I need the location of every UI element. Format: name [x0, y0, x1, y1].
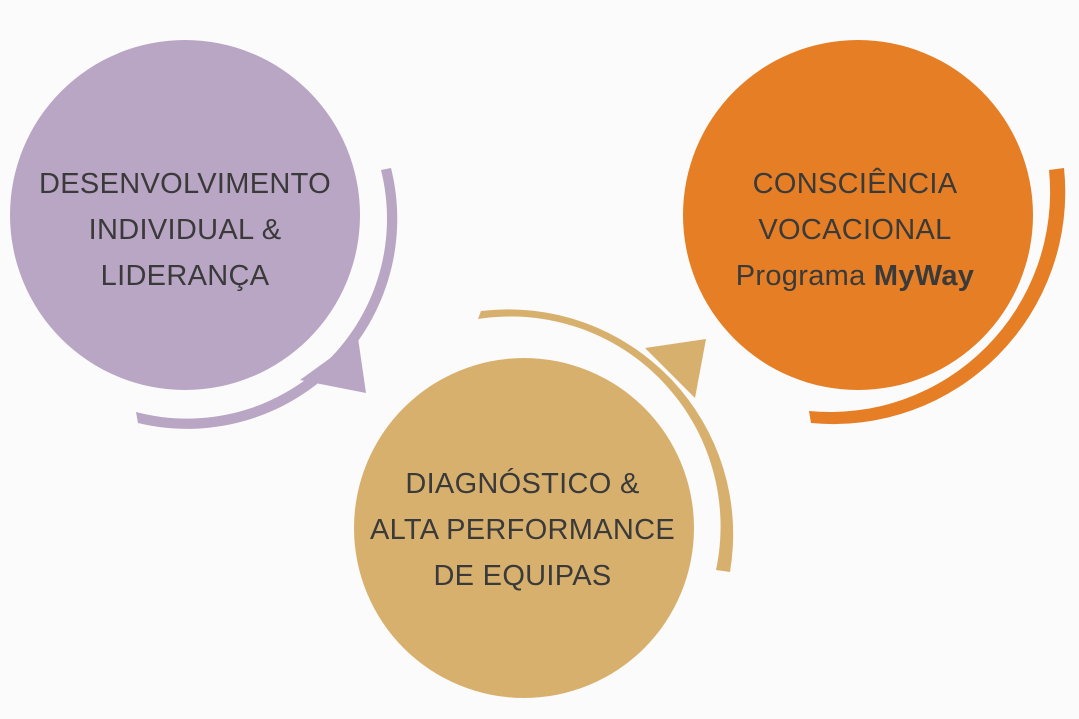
node-equipas-pointer [645, 339, 706, 398]
node-equipas-line-2: ALTA PERFORMANCE [369, 514, 676, 546]
node-lideranca-line-3: LIDERANÇA [100, 260, 270, 292]
node-lideranca-pointer [300, 338, 366, 393]
node-lideranca-shape [10, 40, 398, 429]
node-myway-label: CONSCIÊNCIA VOCACIONAL Programa MyWay [680, 150, 1030, 310]
node-equipas-circle [354, 358, 694, 698]
node-myway-line-2: VOCACIONAL [758, 214, 952, 246]
node-equipas-shape [354, 309, 734, 698]
node-equipas-line-1: DIAGNÓSTICO & [405, 468, 640, 500]
node-myway-line-3-prefix: Programa [735, 260, 874, 292]
node-lideranca-label: DESENVOLVIMENTO INDIVIDUAL & LIDERANÇA [10, 150, 360, 310]
node-equipas-line-3: DE EQUIPAS [433, 560, 612, 592]
node-myway-shape [683, 40, 1066, 425]
node-myway-line-3-brand: MyWay [873, 260, 975, 292]
node-myway-circle [683, 40, 1033, 390]
node-myway-line-3: Programa MyWay [736, 253, 974, 299]
node-lideranca-circle [10, 40, 360, 390]
node-lideranca-line-2: INDIVIDUAL & [88, 214, 282, 246]
node-myway-line-1: CONSCIÊNCIA [752, 168, 958, 200]
node-lideranca-line-1: DESENVOLVIMENTO [39, 168, 331, 200]
node-equipas-label: DIAGNÓSTICO & ALTA PERFORMANCE DE EQUIPA… [340, 450, 705, 610]
